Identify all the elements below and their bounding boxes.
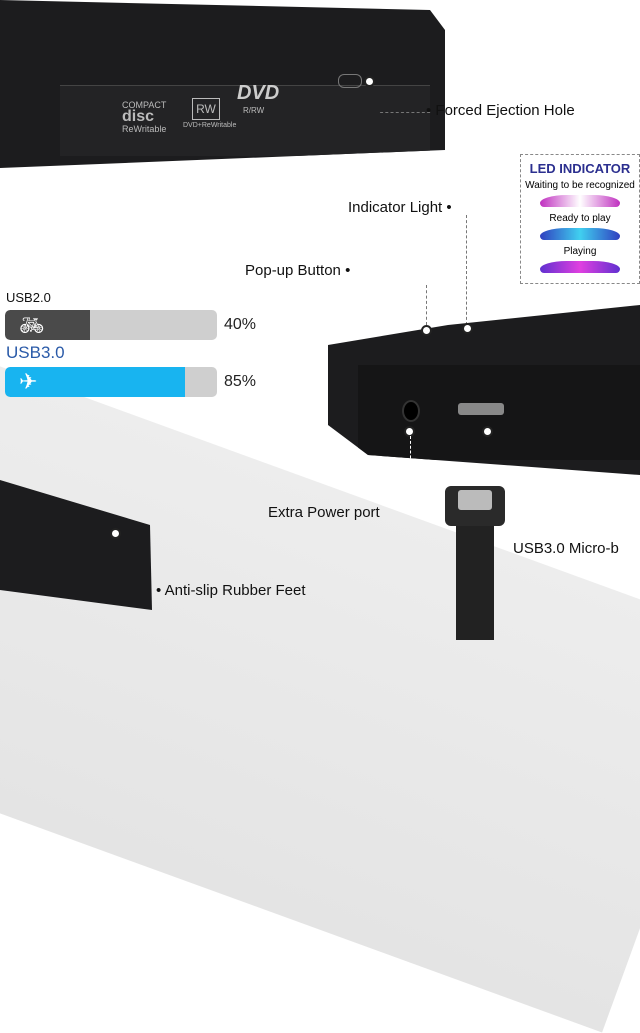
airplane-icon: ✈︎ xyxy=(19,369,38,394)
rubber-foot-marker xyxy=(110,528,121,539)
led-state-waiting: Waiting to be recognized xyxy=(525,180,635,191)
power-port-marker xyxy=(404,426,415,437)
usb3-label: USB3.0 xyxy=(6,343,65,362)
dvd-subtext: R/RW xyxy=(243,106,265,115)
rw-logo: RW xyxy=(192,98,220,120)
indicator-light-marker xyxy=(462,323,473,334)
drive-side-view xyxy=(328,305,640,475)
led-state-playing: Playing xyxy=(563,246,597,257)
usb2-percent: 40% xyxy=(224,316,257,333)
leader-line xyxy=(426,285,427,325)
usb3-bar-fill xyxy=(5,367,186,397)
led-arc-blue xyxy=(540,228,620,240)
usb2-bar-fill xyxy=(5,310,90,340)
usb2-speed-bar: 🚲︎ xyxy=(5,310,217,340)
label-power-port: Extra Power port xyxy=(268,504,380,521)
leader-line xyxy=(410,436,411,502)
led-arc-pink xyxy=(540,195,620,207)
led-arc-purple xyxy=(540,261,620,273)
usb-port-marker xyxy=(482,426,493,437)
usb2-label: USB2.0 xyxy=(6,290,51,305)
rw-subtext: DVD+ReWritable xyxy=(183,122,237,129)
label-forced-ejection: • Forced Ejection Hole xyxy=(426,102,575,119)
label-usb-port: USB3.0 Micro-b xyxy=(513,540,619,557)
dvd-logo: DVD xyxy=(237,82,280,104)
bicycle-icon: 🚲︎ xyxy=(19,315,45,337)
popup-button-marker xyxy=(421,325,432,336)
led-state-ready: Ready to play xyxy=(549,213,611,224)
usb-port xyxy=(458,403,504,415)
power-port xyxy=(402,400,420,422)
label-rubber-feet: • Anti-slip Rubber Feet xyxy=(156,582,306,599)
leader-line xyxy=(466,215,467,325)
label-indicator-light: Indicator Light • xyxy=(348,199,452,216)
ejection-hole-marker xyxy=(364,76,375,87)
usb-connector xyxy=(458,490,492,510)
usb3-percent: 85% xyxy=(224,373,257,390)
led-indicator-panel: LED INDICATOR Waiting to be recognized R… xyxy=(520,154,640,284)
cable-body xyxy=(456,526,494,640)
eject-button[interactable] xyxy=(338,74,362,88)
label-popup-button: Pop-up Button • xyxy=(245,262,351,279)
usb3-speed-bar: ✈︎ xyxy=(5,367,217,397)
led-title: LED INDICATOR xyxy=(529,161,631,176)
